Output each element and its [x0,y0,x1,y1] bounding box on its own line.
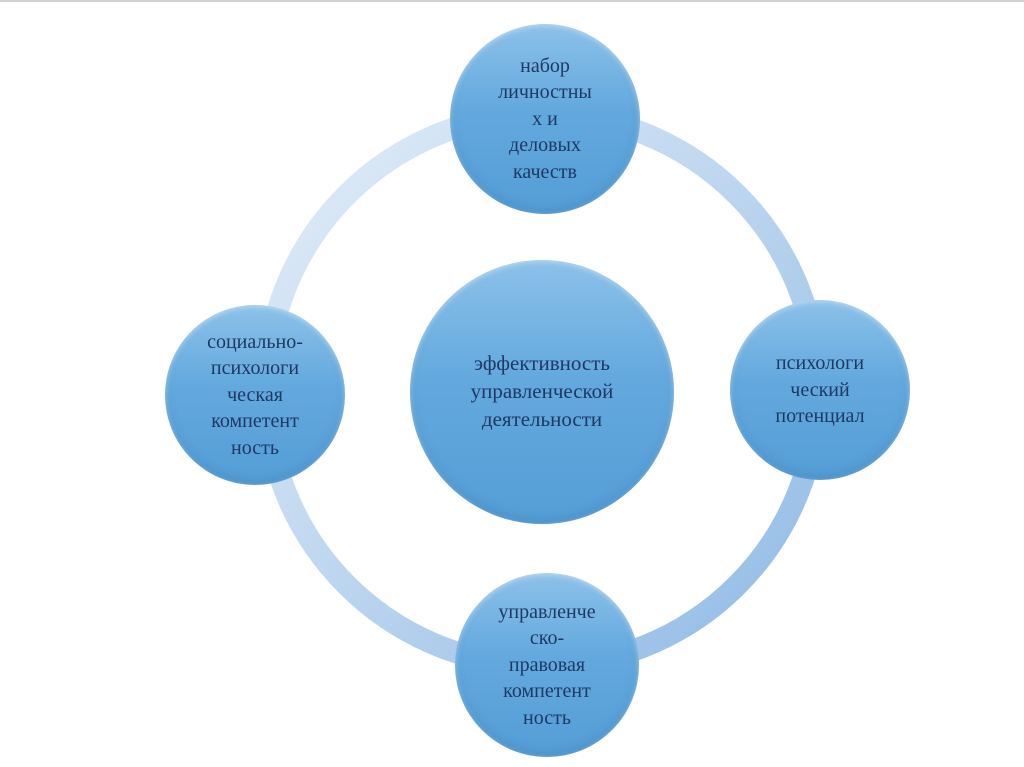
node-label: социально- психологи ческая компетент но… [207,331,303,459]
node-label: набор личностны х и деловых качеств [498,55,592,183]
diagram-node-personal-qualities: набор личностны х и деловых качеств [450,24,640,214]
slide-top-border [0,0,1024,2]
diagram-node-socio-psychological-competence: социально- психологи ческая компетент но… [165,305,345,485]
node-label: психологи ческий потенциал [775,352,865,428]
node-label: эффективность управленческой деятельност… [470,351,614,431]
diagram-node-psychological-potential: психологи ческий потенциал [730,300,910,480]
diagram-node-managerial-legal-competence: управленче ско- правовая компетент ность [455,573,639,757]
node-label: управленче ско- правовая компетент ность [498,601,596,729]
diagram-node-managerial-effectiveness: эффективность управленческой деятельност… [410,260,674,524]
